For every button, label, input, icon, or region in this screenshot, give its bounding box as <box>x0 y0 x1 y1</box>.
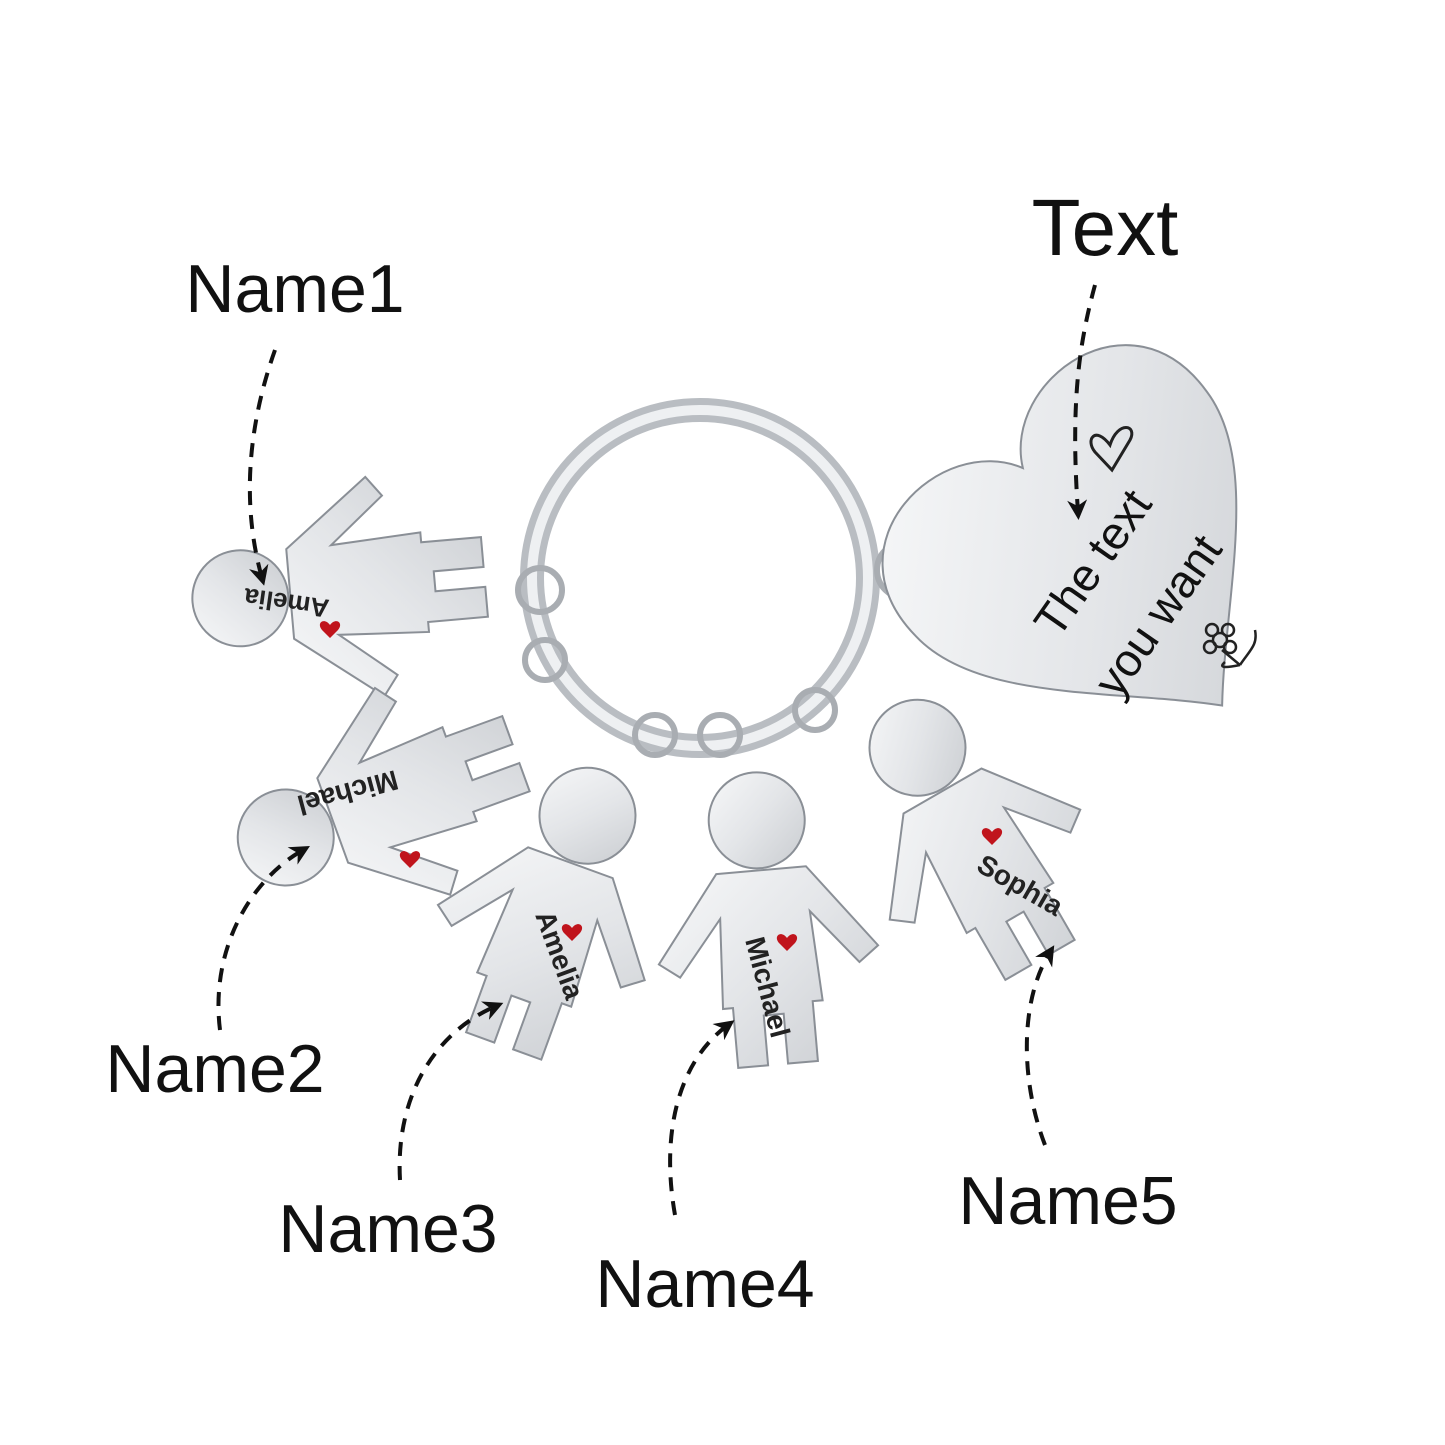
charm-4-heart-icon <box>776 934 798 951</box>
charm-2 <box>202 649 555 959</box>
callout-name4: Name4 <box>595 1246 814 1322</box>
callout-name1: Name1 <box>185 251 404 327</box>
flower-doodle-icon <box>1202 622 1257 669</box>
heart-doodle-icon <box>1089 426 1134 473</box>
callout-name3: Name3 <box>278 1191 497 1267</box>
charm-2-heart-icon <box>399 851 421 868</box>
charm-5 <box>797 650 1137 1016</box>
callout-text: Text <box>1032 183 1179 272</box>
arrow-name3 <box>397 1001 504 1181</box>
arrow-name2 <box>216 846 310 1031</box>
arrow-name1 <box>247 349 277 586</box>
callout-name2: Name2 <box>105 1031 324 1107</box>
heart-tag <box>881 344 1238 707</box>
arrow-name5 <box>1024 945 1055 1146</box>
charm-1 <box>181 466 496 714</box>
charm-3-heart-icon <box>561 924 583 941</box>
charm-1-heart-icon <box>319 621 341 638</box>
arrow-name4 <box>668 1020 735 1216</box>
callout-name5: Name5 <box>958 1163 1177 1239</box>
charm-5-heart-icon <box>981 828 1003 845</box>
